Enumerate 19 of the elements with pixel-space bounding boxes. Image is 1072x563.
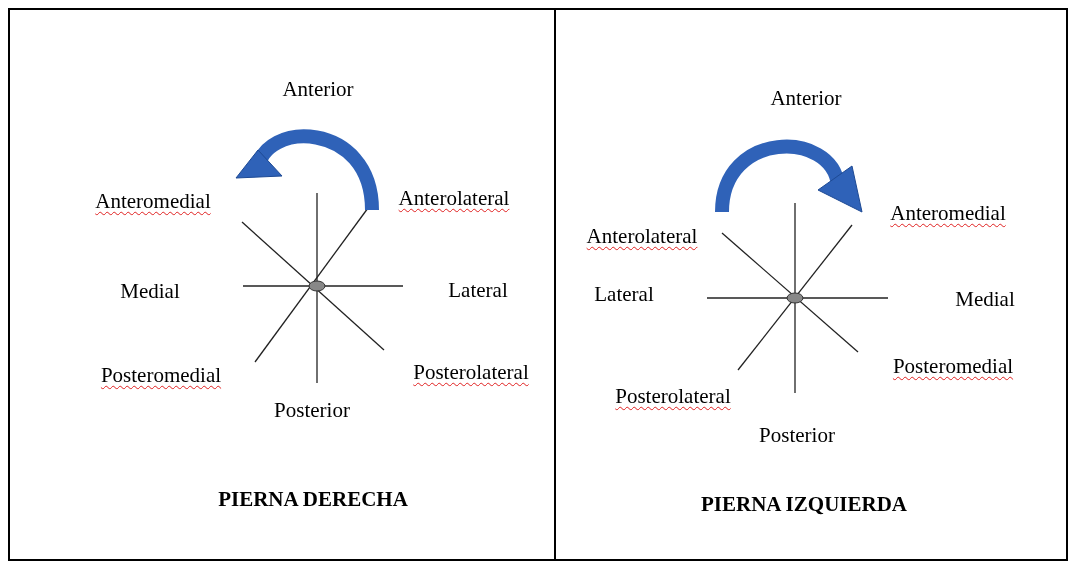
direction-label: Posteromedial bbox=[100, 362, 222, 388]
direction-label: Anterolateral bbox=[398, 185, 510, 211]
direction-label: Anterior bbox=[282, 76, 354, 102]
direction-label: Anterolateral bbox=[586, 223, 698, 249]
direction-label: Posterior bbox=[274, 397, 350, 423]
direction-label: Anteromedial bbox=[95, 188, 211, 214]
direction-label: Medial bbox=[955, 286, 1015, 312]
direction-label: Posterior bbox=[759, 422, 835, 448]
direction-label: Posterolateral bbox=[413, 359, 529, 385]
direction-label: Lateral bbox=[448, 277, 508, 303]
direction-label: Anteromedial bbox=[890, 200, 1006, 226]
direction-label: Medial bbox=[120, 278, 180, 304]
panel-heading: PIERNA DERECHA bbox=[218, 486, 408, 512]
panel-heading: PIERNA IZQUIERDA bbox=[701, 491, 907, 517]
direction-label: Lateral bbox=[594, 281, 654, 307]
direction-label: Posterolateral bbox=[615, 383, 731, 409]
panel-frame bbox=[554, 8, 1068, 561]
direction-label: Posteromedial bbox=[892, 353, 1014, 379]
direction-label: Anterior bbox=[770, 85, 842, 111]
